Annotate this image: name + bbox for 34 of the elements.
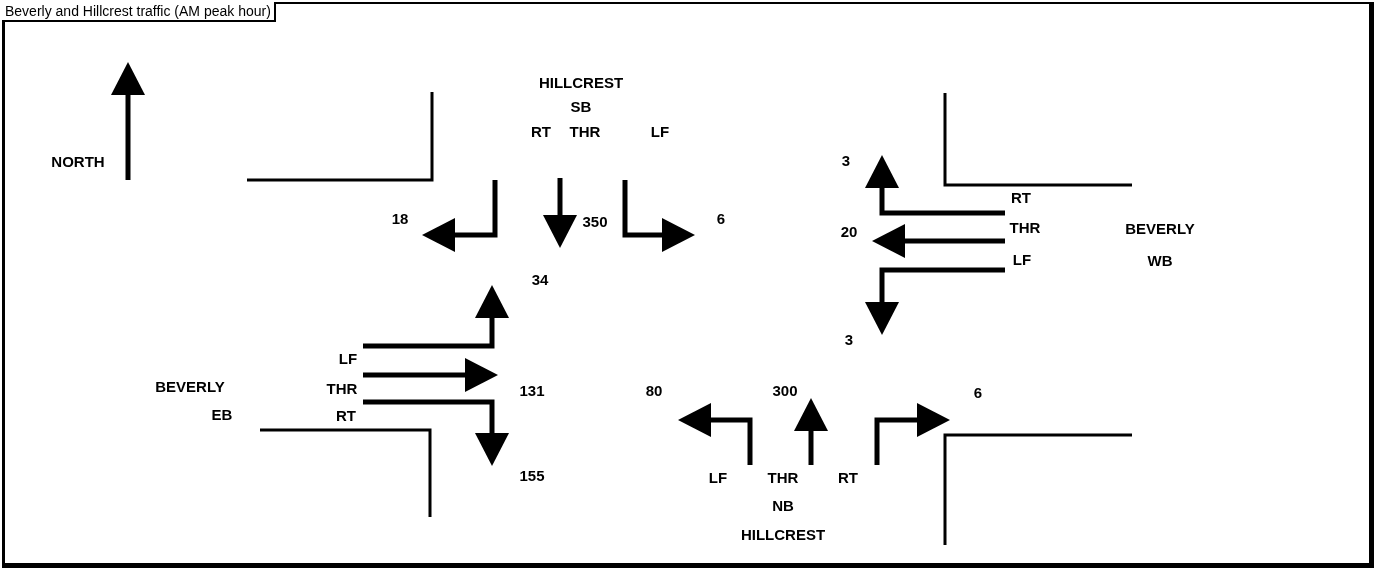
movement-label: THR xyxy=(1009,219,1041,237)
movement-label: BEVERLY xyxy=(1125,220,1195,238)
movement-label: 3 xyxy=(844,331,854,349)
movement-label: RT xyxy=(531,123,551,141)
movement-label: NORTH xyxy=(51,153,105,171)
movement-label: 300 xyxy=(772,382,798,400)
movement-label: HILLCREST xyxy=(538,74,624,92)
movement-label: 20 xyxy=(840,223,858,241)
movement-label: 155 xyxy=(519,467,545,485)
movement-label: HILLCREST xyxy=(740,526,826,544)
movement-label: WB xyxy=(1147,252,1173,270)
movement-label: RT xyxy=(838,469,858,487)
movement-label: LF xyxy=(338,350,358,368)
movement-label: THR xyxy=(326,380,358,398)
movement-label: SB xyxy=(570,98,592,116)
movement-label: BEVERLY xyxy=(155,378,225,396)
movement-label: LF xyxy=(650,123,670,141)
movement-label: RT xyxy=(336,407,356,425)
movement-label: 131 xyxy=(519,382,545,400)
movement-label: NB xyxy=(772,497,794,515)
movement-label: 350 xyxy=(582,213,608,231)
movement-label: 6 xyxy=(716,210,726,228)
movement-label: LF xyxy=(1012,251,1032,269)
movement-label: 80 xyxy=(645,382,663,400)
title: Beverly and Hillcrest traffic (AM peak hour) xyxy=(2,2,276,22)
movement-label: 3 xyxy=(841,152,851,170)
movement-label: RT xyxy=(1011,189,1031,207)
movement-label: EB xyxy=(211,406,233,424)
movement-label: LF xyxy=(708,469,728,487)
movement-label: 34 xyxy=(531,271,549,289)
movement-label: THR xyxy=(569,123,601,141)
movement-label: 18 xyxy=(391,210,409,228)
movement-label: THR xyxy=(767,469,799,487)
movement-label: 6 xyxy=(973,384,983,402)
